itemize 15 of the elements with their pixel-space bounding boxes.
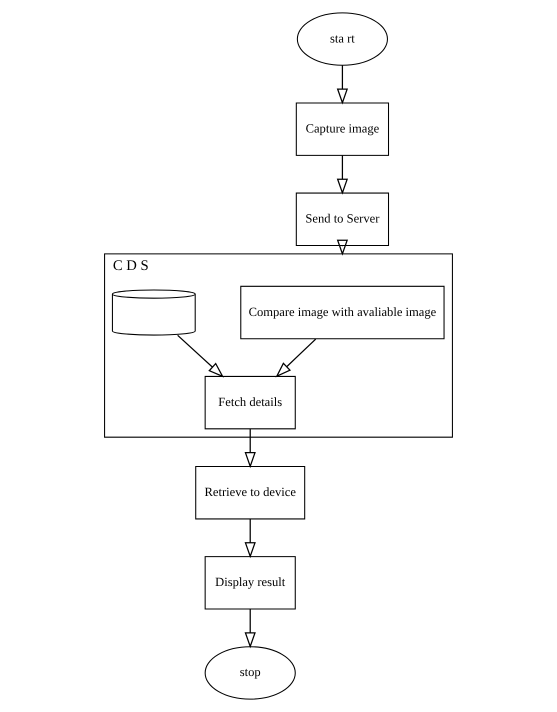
arrow	[244, 429, 256, 468]
arrow	[177, 334, 224, 378]
arrow	[336, 240, 348, 256]
node-box: Fetch details	[204, 376, 296, 430]
arrow	[336, 66, 348, 105]
node-box: Retrieve to device	[195, 466, 306, 520]
arrow	[336, 156, 348, 195]
node-ellipse: stop	[204, 646, 296, 700]
node-box: Display result	[204, 556, 296, 610]
arrow	[244, 609, 256, 648]
node-box: Compare image with avaliable image	[240, 286, 445, 340]
arrow	[244, 519, 256, 558]
node-ellipse: sta rt	[296, 12, 388, 66]
arrow	[275, 338, 316, 378]
node-box: Capture image	[296, 102, 390, 156]
